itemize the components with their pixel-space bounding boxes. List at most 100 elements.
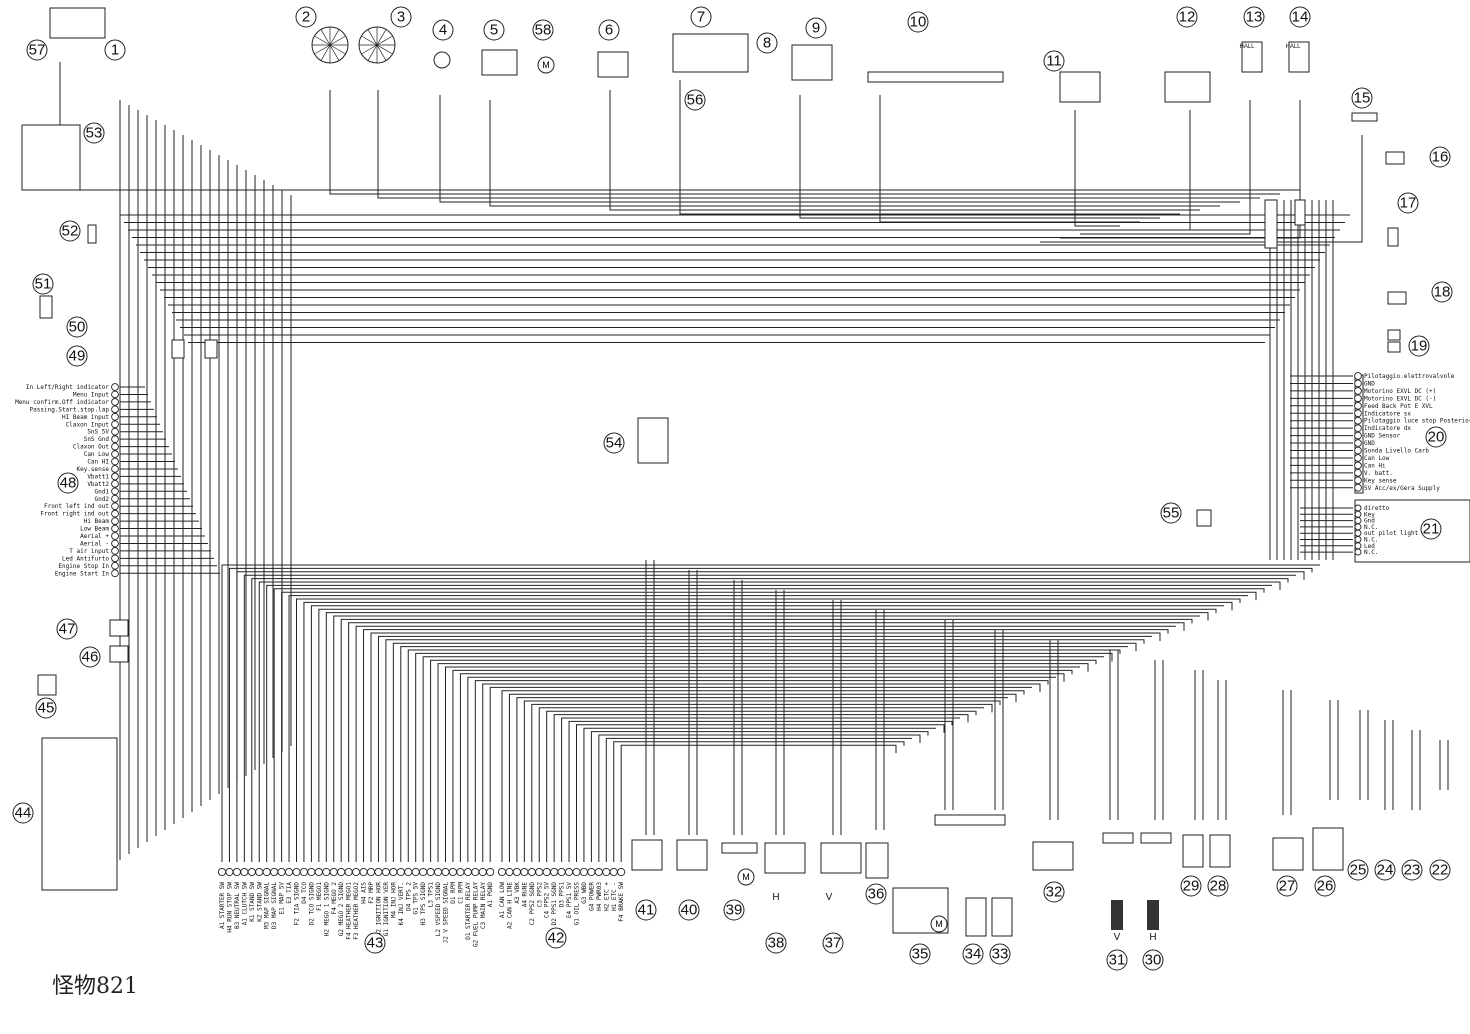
- wire: [415, 652, 1113, 862]
- connector-21-label: diretto: [1364, 505, 1390, 512]
- connector-pin: [111, 509, 119, 518]
- connector-21-label: out pilot light: [1364, 530, 1419, 537]
- connector-pin: [322, 867, 331, 877]
- wire: [1040, 135, 1363, 243]
- callout-46: 46: [79, 646, 101, 668]
- callout-circle: [805, 17, 827, 39]
- connector-pin: [111, 465, 119, 473]
- callout-5: 5: [483, 19, 505, 41]
- callout-number: 39: [726, 902, 743, 919]
- connector-48-label: T air input: [69, 548, 109, 555]
- callout-number: 21: [1423, 521, 1440, 538]
- callout-32: 32: [1043, 881, 1065, 903]
- callout-circle: [26, 39, 48, 61]
- connector-pin: [579, 867, 589, 877]
- wire: [501, 690, 1025, 862]
- callout-56: 56: [684, 89, 706, 111]
- callout-circle: [1289, 6, 1311, 28]
- component-box: [21, 124, 81, 191]
- callout-number: 57: [29, 42, 46, 59]
- callout-circle: [545, 927, 567, 949]
- wire: [489, 100, 1220, 207]
- callout-circle: [295, 6, 317, 28]
- callout-number: 24: [1377, 862, 1394, 879]
- connector_43-pin-label: H4 AIS: [361, 882, 368, 904]
- connector-pin: [111, 517, 119, 525]
- component-box: [1140, 832, 1172, 844]
- connector_43-pin-label: K1 STAND SW: [249, 882, 256, 922]
- connector-pin: [111, 561, 119, 570]
- connector-pin: [240, 867, 249, 877]
- connector-48-label: Aerial -: [80, 540, 109, 547]
- callout-circle: [1351, 87, 1373, 109]
- connector-pin: [314, 867, 323, 877]
- connector_43-pin-label: D4 TPS 2: [405, 882, 412, 911]
- connector_43-pin-label: H3 TPS SIGND: [420, 882, 427, 926]
- callout-12: 12: [1176, 6, 1198, 28]
- connector-pin: [1354, 504, 1362, 512]
- connector-48-label: Low Beam: [80, 526, 109, 533]
- connector-pin: [478, 867, 487, 877]
- callout-25: 25: [1347, 859, 1369, 881]
- callout-number: 35: [912, 946, 929, 963]
- connector-pin: [1354, 424, 1362, 433]
- wire: [609, 90, 1200, 211]
- motor-icon: [930, 915, 948, 933]
- callout-18: 18: [1431, 281, 1453, 303]
- connector_42-pin-label: A4 RUNE: [521, 882, 528, 908]
- connector-pin: [1354, 446, 1362, 455]
- callout-circle: [432, 19, 454, 41]
- connector-20-label: GND Sensor: [1364, 433, 1401, 440]
- wire: [482, 683, 1041, 862]
- wire: [310, 605, 1224, 862]
- callout-circle: [79, 646, 101, 668]
- callout-number: 10: [910, 14, 927, 31]
- callout-number: 3: [397, 9, 405, 26]
- connector-pin: [225, 867, 234, 877]
- callout-circle: [1347, 859, 1369, 881]
- callout-number: 40: [681, 902, 698, 919]
- connector_42-pin-label: H1 ETC -: [611, 882, 618, 911]
- connector-pin: [587, 867, 596, 877]
- callout-36: 36: [865, 883, 887, 905]
- callout-number: 11: [1046, 53, 1062, 70]
- callout-number: 16: [1432, 149, 1449, 166]
- motor-label: M: [742, 872, 750, 882]
- connector-pin: [111, 390, 119, 399]
- wire: [508, 693, 1017, 862]
- callout-52: 52: [59, 220, 81, 242]
- callout-circle: [723, 899, 745, 921]
- connector-pin: [111, 405, 119, 414]
- callout-23: 23: [1401, 859, 1423, 881]
- connector-pin: [433, 867, 443, 877]
- wire: [879, 95, 1140, 223]
- callout-48: 48: [57, 472, 79, 494]
- connector_42-pin-label: C2 PPS2 SGND: [529, 882, 536, 926]
- wire: [459, 673, 1065, 862]
- connector-20-label: Motorino EXVL DC (+): [1364, 388, 1436, 395]
- connector_42-pin-label: G3 WBD: [581, 882, 588, 904]
- connector-pin: [217, 867, 227, 877]
- callout-number: 48: [60, 475, 77, 492]
- callout-number: 54: [606, 435, 623, 452]
- wire: [605, 737, 912, 862]
- wire: [377, 635, 1152, 862]
- h-38-label: H: [772, 892, 779, 903]
- connector-pin: [1354, 536, 1362, 543]
- wire: [452, 669, 1073, 862]
- connector_43-pin-label: M4 INJ HOR: [390, 882, 397, 919]
- callout-number: 25: [1350, 862, 1367, 879]
- callout-27: 27: [1276, 875, 1298, 897]
- callout-number: 17: [1400, 195, 1417, 212]
- callout-50: 50: [66, 316, 88, 338]
- connector-20-label: GND: [1364, 440, 1375, 447]
- connector-pin: [111, 435, 119, 444]
- connector-20-label: 5V Acc/ex/Gera Supply: [1364, 485, 1440, 492]
- callout-number: 33: [992, 946, 1009, 963]
- callout-circle: [390, 6, 412, 28]
- wire: [474, 680, 1049, 862]
- wire: [348, 622, 1185, 862]
- connector_42-pin-label: H4 PWR03: [596, 882, 603, 911]
- callout-number: 53: [86, 125, 103, 142]
- callout-number: 46: [82, 649, 99, 666]
